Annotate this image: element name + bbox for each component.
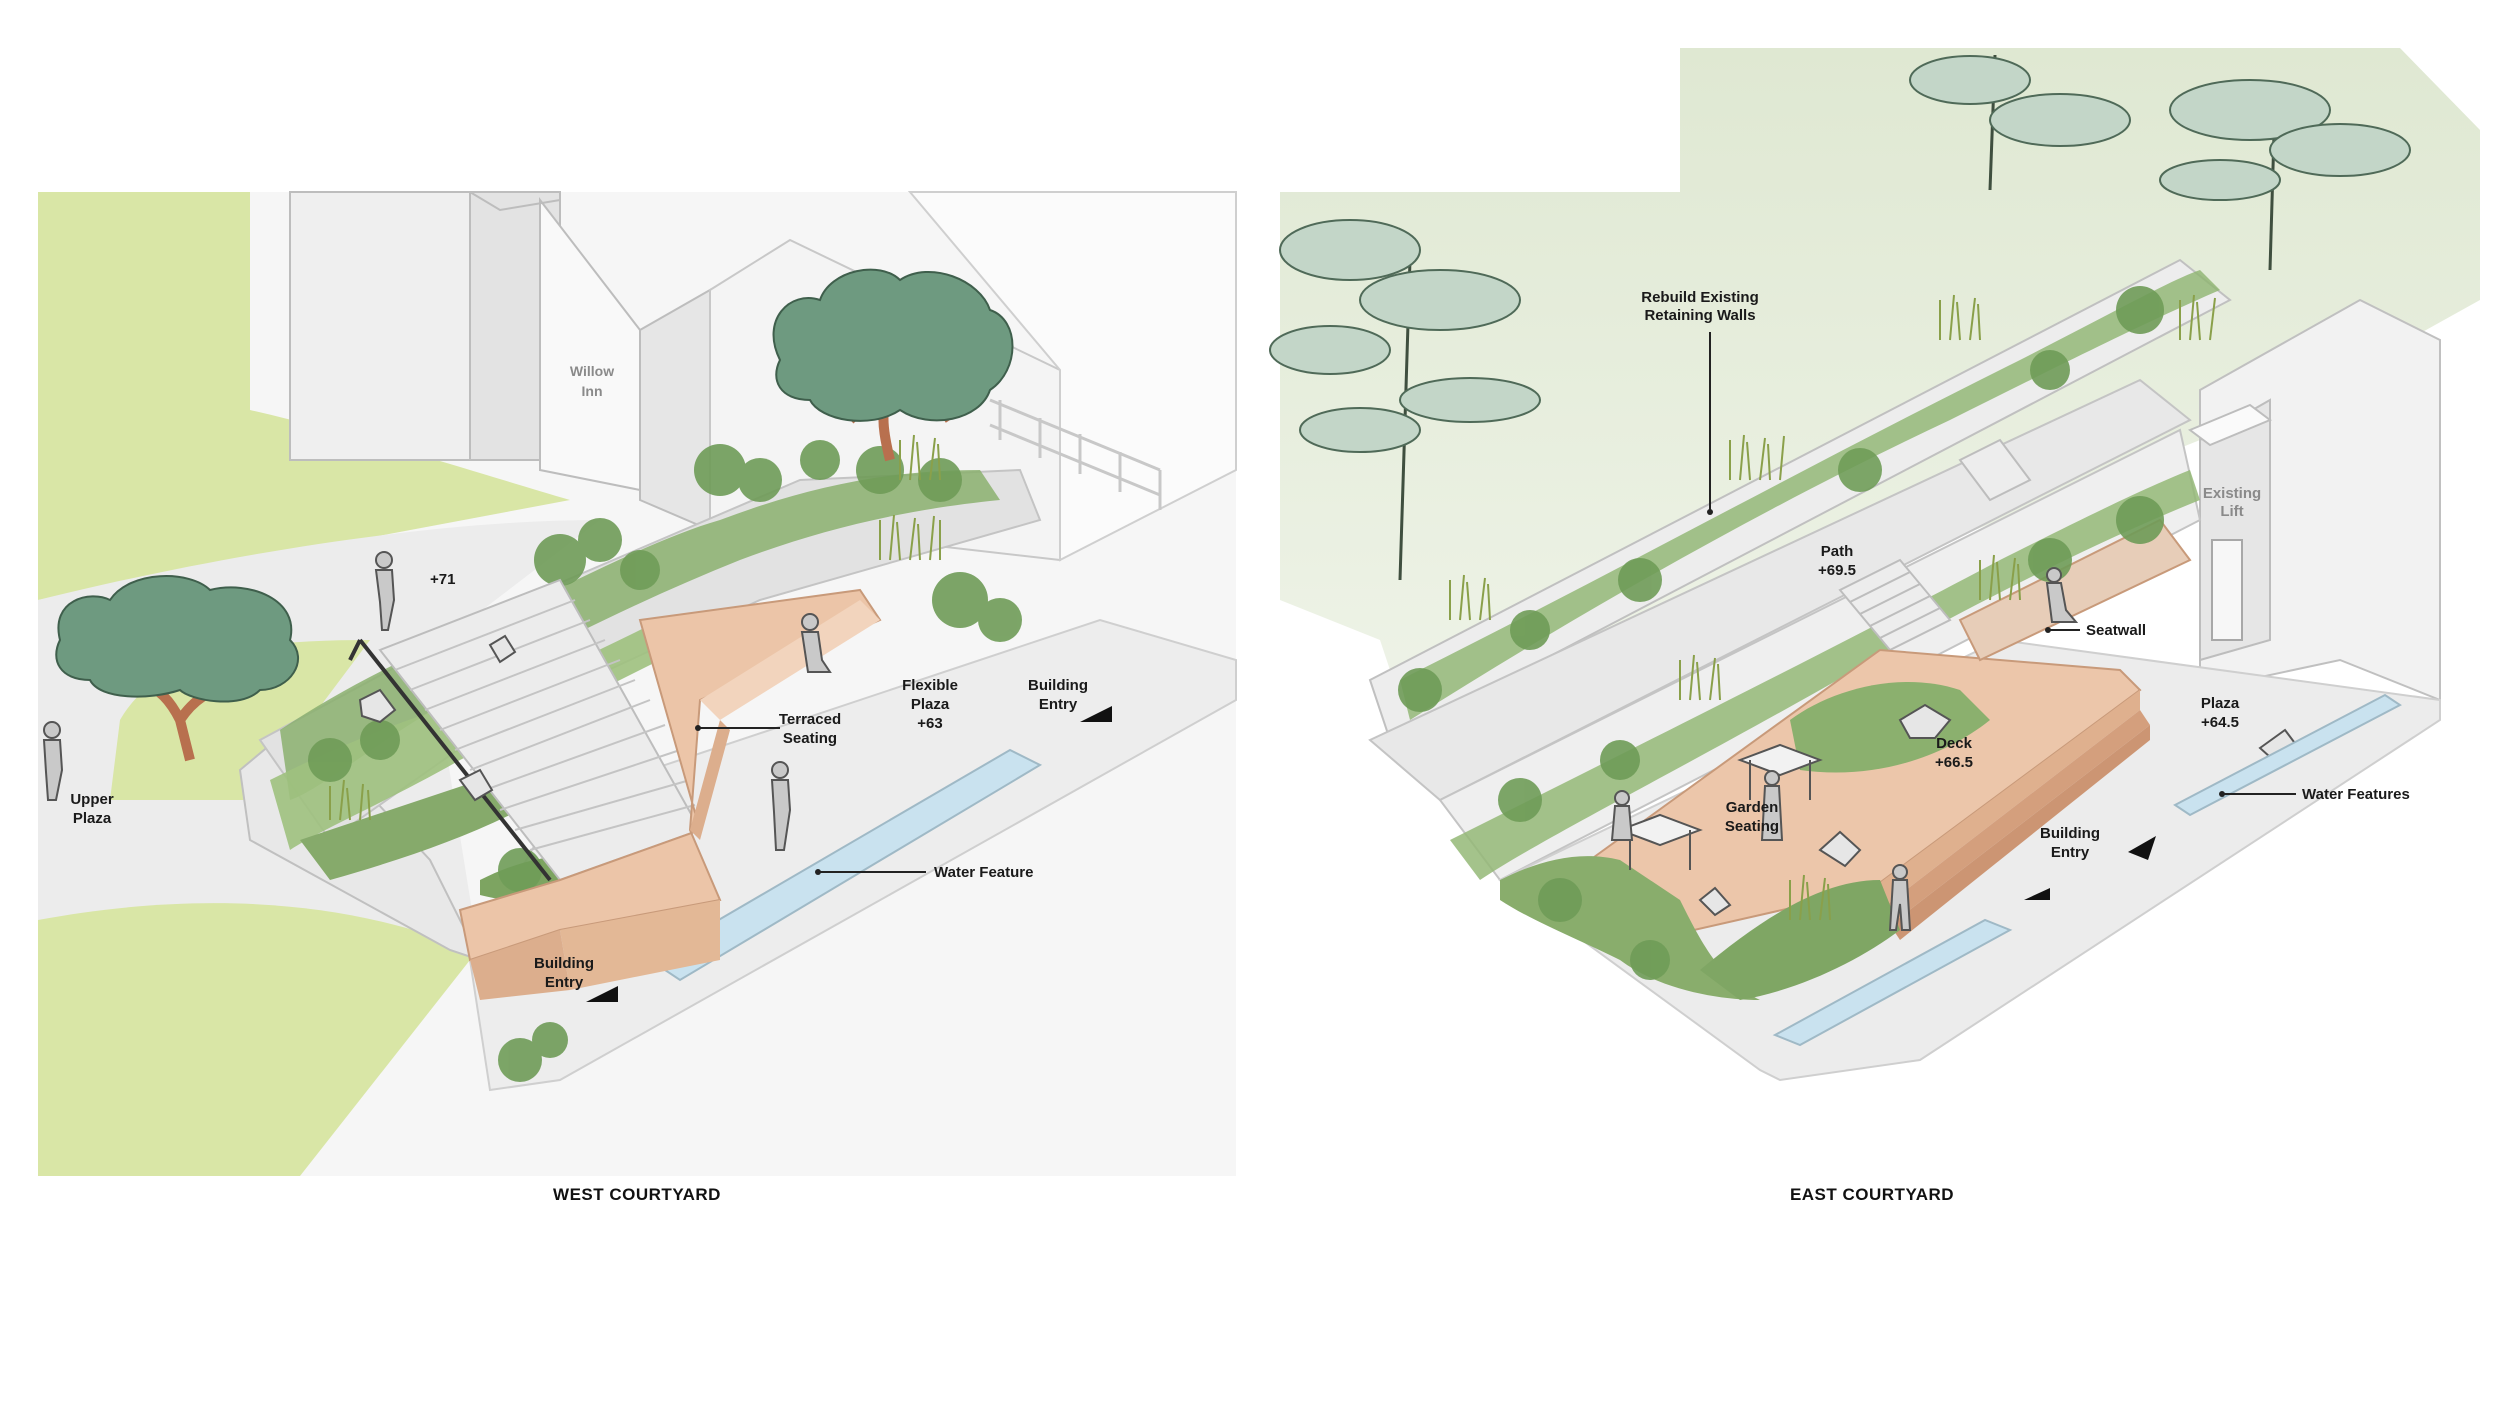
west-courtyard-panel: Willow Inn: [38, 191, 1237, 1204]
flexible-plaza-label-3: +63: [917, 715, 942, 732]
building-corner: [639, 288, 711, 532]
west-stairs: [348, 578, 702, 882]
planting-bed-upper: [280, 470, 1000, 800]
upper-planting-strip: [1400, 270, 2220, 720]
upper-grasses: [1449, 294, 2216, 621]
willow-inn-label-1: Willow: [570, 363, 614, 379]
upper-lawn: [38, 192, 570, 600]
upper-railing: [989, 398, 1162, 510]
west-grasses: [329, 434, 941, 821]
willow-inn-label-2: Inn: [582, 383, 603, 399]
water-feature-label: Water Feature: [934, 864, 1033, 881]
rebuild-walls-label-1: Rebuild Existing: [1641, 289, 1759, 306]
building-entry-south-label-1: Building: [534, 955, 594, 972]
terraced-seating-label-2: Seating: [783, 730, 837, 747]
flexible-plaza-label-2: Plaza: [911, 696, 950, 713]
existing-lift-label-1: Existing: [2203, 485, 2261, 502]
west-tree-large: [772, 268, 1014, 462]
building-entry-east-label-2: Entry: [1039, 696, 1078, 713]
existing-lift-label-2: Lift: [2220, 503, 2243, 520]
water-feature-pool: [648, 748, 1043, 982]
east-building-entry-label-2: Entry: [2051, 844, 2090, 861]
garden-seating-label-1: Garden: [1726, 799, 1779, 816]
deck-planter-front: [1700, 880, 1900, 1000]
seatwall-label: Seatwall: [2086, 622, 2146, 639]
seatwall: [1958, 518, 2192, 662]
water-features-label: Water Features: [2302, 786, 2410, 803]
west-boulders: [358, 634, 517, 802]
terraced-seating: [458, 588, 882, 1000]
east-shrubs: [1398, 286, 2164, 980]
west-courtyard-caption: WEST COURTYARD: [553, 1185, 721, 1204]
building-entry-east-label-1: Building: [1028, 677, 1088, 694]
east-entry-arrow: [2128, 836, 2156, 860]
upper-plaza-label-2: Plaza: [73, 810, 112, 827]
entry-arrow-east: [1080, 706, 1112, 722]
elevation-71-label: +71: [430, 571, 455, 588]
path-stairs: [1838, 438, 2032, 652]
terraced-seating-label-1: Terraced: [779, 711, 841, 728]
east-courtyard-caption: EAST COURTYARD: [1790, 1185, 1954, 1204]
upper-plaza-label-1: Upper: [70, 791, 114, 808]
garden-seating-label-2: Seating: [1725, 818, 1779, 835]
hillside-background: [1280, 48, 2480, 700]
flexible-plaza-label-1: Flexible: [902, 677, 958, 694]
water-feature-upper: [2173, 693, 2402, 817]
building-block-left: [289, 191, 471, 461]
east-people: [1610, 567, 2079, 931]
west-tree-plaza: [55, 575, 300, 762]
plaza-label-1: Plaza: [2201, 695, 2240, 712]
planting-bed-lower: [300, 780, 520, 880]
existing-lift: [2188, 398, 2272, 662]
east-building-entry-label-1: Building: [2040, 825, 2100, 842]
rebuild-walls-label-2: Retaining Walls: [1644, 307, 1755, 324]
water-feature-lower: [1772, 918, 2013, 1047]
deck-label-2: +66.5: [1935, 754, 1973, 771]
deck-label-1: Deck: [1936, 735, 1973, 752]
east-pine-trees: [1269, 54, 2411, 581]
lower-lawn: [38, 903, 470, 1176]
west-people: [42, 551, 832, 851]
entry-arrow-south: [586, 986, 618, 1002]
east-courtyard-panel: Existing Lift: [1269, 48, 2480, 1204]
path-label-1: Path: [1821, 543, 1854, 560]
east-grasses: [1679, 554, 2021, 921]
plaza-label-2: +64.5: [2201, 714, 2239, 731]
path-label-2: +69.5: [1818, 562, 1856, 579]
deck-planter-rear: [1790, 681, 1990, 773]
east-deck: [1588, 648, 2150, 942]
building-entry-south-label-2: Entry: [545, 974, 584, 991]
east-entry-arrow-2: [2024, 888, 2050, 900]
